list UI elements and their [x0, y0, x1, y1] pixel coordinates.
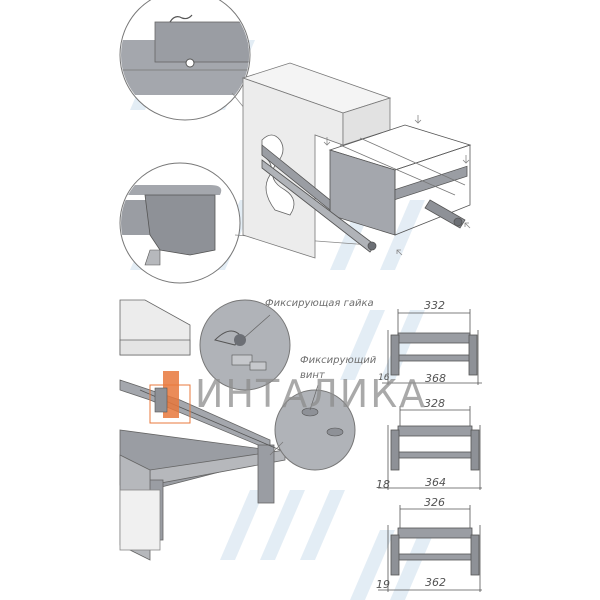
- dimension-view-1: [382, 309, 482, 385]
- dim1-outer-width: 368: [425, 372, 446, 385]
- bottom-assembly-illustration: [119, 299, 287, 561]
- dim3-inner-width: 326: [424, 496, 445, 509]
- cabinet-illustration: [241, 62, 392, 259]
- dimension-view-2: [378, 406, 482, 490]
- fixing-nut-detail-callout: [199, 299, 291, 391]
- fixing-screw-detail-callout: [269, 384, 356, 471]
- runner-hook-detail-callout: [119, 0, 263, 131]
- direction-arrows: [323, 115, 471, 256]
- drawer-frame-illustration: [261, 124, 472, 253]
- dim2-side-offset: 18: [376, 478, 390, 491]
- dim1-side-offset: 16: [378, 373, 390, 383]
- runner-lock-clip-detail-callout: [119, 162, 371, 284]
- brand-watermark: ИНТАЛИКА: [195, 372, 428, 416]
- fixing-screw-label-line1: Фиксирующий: [300, 355, 377, 366]
- dim3-outer-width: 362: [425, 576, 446, 589]
- dimension-view-3: [378, 505, 482, 592]
- fixing-nut-label: Фиксирующая гайка: [265, 298, 374, 309]
- dim1-inner-width: 332: [424, 299, 445, 312]
- dim2-inner-width: 328: [424, 397, 445, 410]
- fixing-screw-label-line2: винт: [300, 370, 325, 381]
- dim2-outer-width: 364: [425, 476, 446, 489]
- dim3-side-offset: 19: [376, 578, 390, 591]
- orange-highlight: [149, 371, 191, 424]
